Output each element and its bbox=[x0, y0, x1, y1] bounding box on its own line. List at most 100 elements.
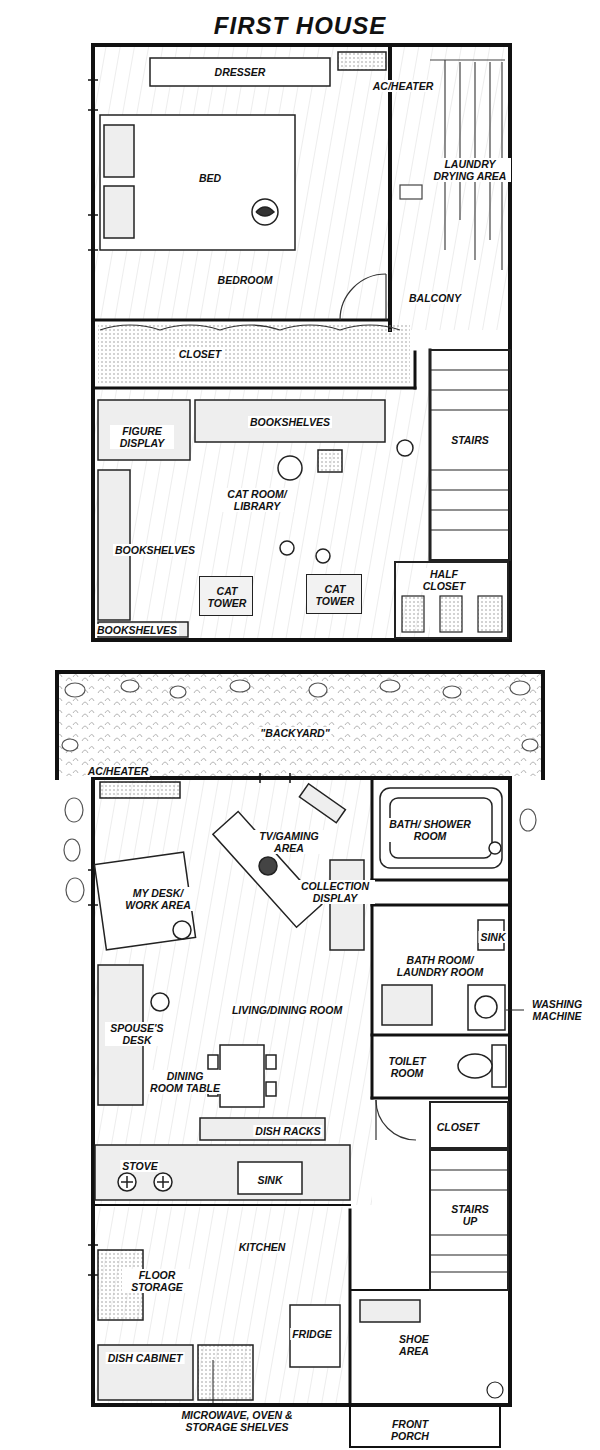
room: LIVING/DINING ROOM bbox=[95, 778, 372, 1145]
shrubs bbox=[170, 686, 186, 698]
library-furniture bbox=[280, 541, 294, 555]
living-furniture bbox=[94, 782, 364, 1140]
bedroom-furniture bbox=[338, 52, 386, 70]
furniture-label: FIGURE DISPLAY bbox=[110, 425, 174, 449]
window-marks bbox=[88, 80, 290, 1275]
furniture-label: COLLECTION DISPLAY bbox=[295, 880, 375, 904]
room-label: KITCHEN bbox=[237, 1241, 288, 1253]
area-label: LAUNDRY DRYING AREA bbox=[429, 158, 511, 182]
lower-closet-stairs bbox=[430, 1102, 508, 1148]
bathroom-fixtures bbox=[380, 788, 502, 868]
shrubs bbox=[230, 680, 250, 692]
room: CLOSET bbox=[95, 320, 415, 388]
half-closet bbox=[402, 596, 424, 632]
walls bbox=[371, 778, 374, 880]
leader-lines bbox=[506, 1010, 524, 1011]
doors bbox=[385, 274, 386, 320]
furniture-label: MICROWAVE, OVEN & STORAGE SHELVES bbox=[165, 1409, 309, 1433]
floor-texture bbox=[95, 1207, 350, 1403]
balcony-laundry bbox=[489, 62, 490, 240]
walls bbox=[350, 1405, 500, 1447]
living-furniture bbox=[151, 993, 169, 1011]
room-label: BATH ROOM/ LAUNDRY ROOM bbox=[393, 954, 487, 978]
living-furniture bbox=[220, 1045, 264, 1107]
walls bbox=[95, 1204, 350, 1206]
shrubs bbox=[62, 739, 78, 751]
bathroom-fixtures bbox=[492, 1045, 506, 1087]
library-furniture bbox=[98, 400, 413, 637]
bathroom-fixtures bbox=[489, 842, 501, 854]
library-furniture bbox=[316, 549, 330, 563]
lower-closet-stairs bbox=[430, 1169, 508, 1170]
half-closet bbox=[395, 562, 508, 638]
bedroom-furniture bbox=[252, 199, 278, 225]
bedroom-furniture bbox=[104, 125, 134, 177]
cat-tower-label: CAT TOWER bbox=[204, 585, 250, 609]
bedroom-furniture bbox=[150, 58, 330, 86]
floor-texture bbox=[95, 47, 390, 320]
shrubs bbox=[66, 878, 84, 902]
room: DRESSERBEDBEDROOM bbox=[95, 45, 390, 320]
room: TOILET ROOM bbox=[372, 1035, 510, 1098]
shrubs bbox=[522, 739, 538, 751]
area-label: MY DESK/ WORK AREA bbox=[122, 887, 194, 911]
kitchen-furniture bbox=[360, 1300, 420, 1322]
kitchen-furniture bbox=[198, 1345, 253, 1400]
yard-label: "BACKYARD" bbox=[258, 727, 331, 739]
cat-tower-label: CAT TOWER bbox=[312, 583, 358, 607]
bathroom-fixtures bbox=[458, 1054, 492, 1078]
appliance-label: AC/HEATER bbox=[371, 80, 435, 92]
window-marks bbox=[88, 79, 98, 81]
walls bbox=[372, 1034, 510, 1037]
living-furniture bbox=[173, 921, 191, 939]
lower-closet-stairs bbox=[487, 1382, 503, 1398]
library-furniture bbox=[278, 456, 302, 480]
upper-stairs bbox=[430, 369, 510, 370]
library-furniture bbox=[195, 400, 385, 442]
shrubs bbox=[443, 686, 461, 698]
living-furniture bbox=[266, 1082, 276, 1096]
room-label: BALCONY bbox=[407, 292, 463, 304]
furniture-label: BOOKSHELVES bbox=[248, 416, 332, 428]
window-marks bbox=[88, 214, 98, 216]
kitchen-furniture bbox=[290, 1305, 340, 1367]
walls bbox=[57, 45, 543, 1447]
walls bbox=[350, 1289, 430, 1291]
window-marks bbox=[88, 109, 98, 111]
room-label: BEDROOM bbox=[216, 274, 275, 286]
window-marks bbox=[289, 773, 291, 783]
floor-texture bbox=[57, 674, 543, 776]
bathroom-fixtures bbox=[475, 996, 497, 1018]
appliance-label: STOVE bbox=[120, 1160, 159, 1172]
room-label: BATH/ SHOWER ROOM bbox=[383, 818, 477, 842]
walls bbox=[371, 905, 374, 1098]
window-marks bbox=[88, 249, 98, 251]
balcony-laundry bbox=[430, 59, 505, 60]
bed-label: BED bbox=[197, 172, 223, 184]
window-marks bbox=[88, 1244, 98, 1246]
upper-stairs bbox=[430, 389, 510, 390]
leader-lines bbox=[213, 1360, 214, 1403]
shrubs bbox=[309, 683, 327, 697]
lower-closet-stairs bbox=[430, 1271, 508, 1272]
living-furniture bbox=[299, 784, 345, 823]
fixture-label: SINK bbox=[478, 931, 507, 943]
lower-closet-stairs bbox=[430, 1150, 508, 1290]
room: KITCHEN bbox=[95, 1205, 350, 1405]
library-furniture bbox=[318, 450, 342, 472]
library-furniture bbox=[98, 400, 190, 460]
living-furniture bbox=[100, 782, 180, 798]
shrubs bbox=[520, 809, 536, 831]
lower-closet-stairs bbox=[430, 1189, 508, 1190]
living-furniture bbox=[213, 812, 322, 928]
bedroom-furniture bbox=[256, 207, 274, 216]
shrubs bbox=[65, 798, 83, 822]
stairs-label: STAIRS bbox=[449, 434, 491, 446]
balcony-laundry bbox=[444, 60, 445, 250]
walls bbox=[349, 1210, 352, 1405]
cat-tower: CAT TOWER bbox=[199, 576, 253, 616]
